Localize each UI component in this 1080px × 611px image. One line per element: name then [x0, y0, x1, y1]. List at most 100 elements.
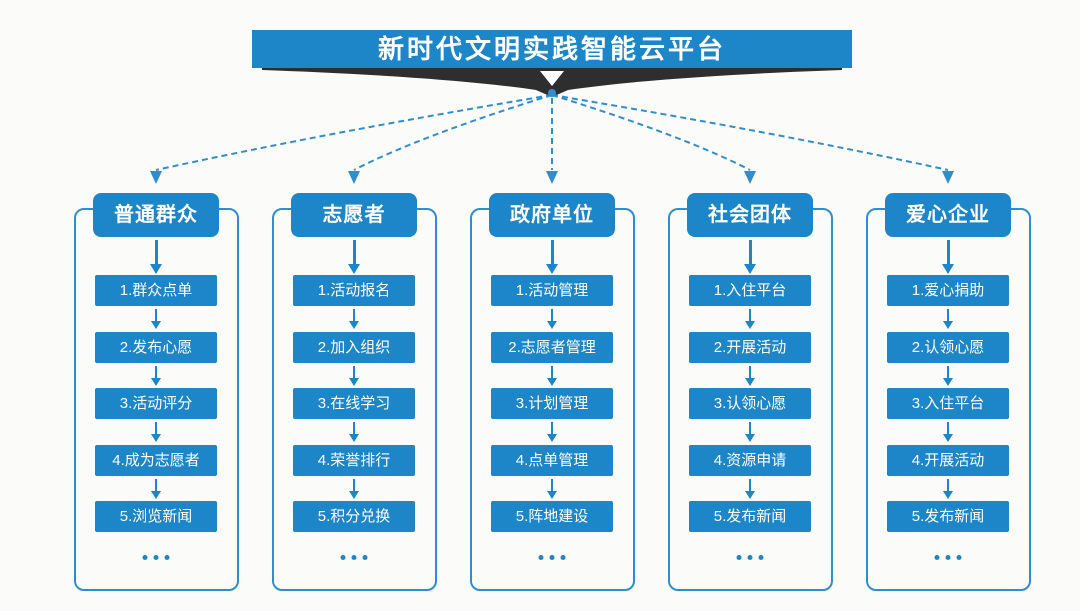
arrow-head: [547, 321, 557, 329]
arrow-head: [943, 491, 953, 499]
arrow-stem: [748, 479, 752, 491]
arrow-stem: [748, 422, 752, 434]
arrow-stem: [154, 479, 158, 491]
arrow-stem: [550, 366, 554, 378]
down-arrow-icon: [943, 309, 953, 329]
down-arrow-icon: [745, 366, 755, 386]
down-arrow-icon: [745, 309, 755, 329]
step-box: 5.发布新闻: [887, 501, 1009, 532]
ellipsis-dots: [538, 555, 566, 560]
step-box: 4.开展活动: [887, 445, 1009, 476]
step-box: 2.开展活动: [689, 332, 811, 363]
arrow-stem: [154, 422, 158, 434]
down-arrow-icon: [942, 240, 954, 274]
down-arrow-icon: [744, 240, 756, 274]
step-box: 4.点单管理: [491, 445, 613, 476]
ellipsis-dots: [934, 555, 962, 560]
arrow-head: [745, 434, 755, 442]
step-box: 3.认领心愿: [689, 388, 811, 419]
step-box: 1.爱心捐助: [887, 275, 1009, 306]
ellipsis-dots: [340, 555, 368, 560]
arrow-stem: [748, 366, 752, 378]
down-arrow-icon: [546, 240, 558, 274]
down-arrow-icon: [151, 479, 161, 499]
arrow-stem: [154, 366, 158, 378]
step-box: 4.荣誉排行: [293, 445, 415, 476]
platform-title: 新时代文明实践智能云平台: [377, 34, 726, 64]
dot: [560, 555, 566, 560]
dot: [747, 555, 753, 560]
down-arrow-icon: [151, 366, 161, 386]
arrow-stem: [352, 309, 356, 321]
down-arrow-icon: [547, 422, 557, 442]
arrow-head: [942, 264, 954, 274]
dot: [340, 555, 346, 560]
dot: [945, 555, 951, 560]
down-arrow-icon: [349, 422, 359, 442]
down-arrow-icon: [943, 479, 953, 499]
arrow-head: [349, 321, 359, 329]
arrow-head: [943, 321, 953, 329]
arrow-stem: [946, 479, 950, 491]
step-box: 3.入住平台: [887, 388, 1009, 419]
step-box: 2.志愿者管理: [491, 332, 613, 363]
down-arrow-icon: [151, 422, 161, 442]
arrow-stem: [352, 366, 356, 378]
arrow-stem: [352, 479, 356, 491]
dot: [362, 555, 368, 560]
arrow-stem: [946, 366, 950, 378]
arrow-head: [151, 491, 161, 499]
down-arrow-icon: [943, 422, 953, 442]
column-header: 爱心企业: [885, 193, 1011, 237]
fan-arrowhead-4: [744, 171, 756, 184]
dot: [956, 555, 962, 560]
column-header: 政府单位: [489, 193, 615, 237]
arrow-head: [349, 491, 359, 499]
fan-connector-1: [155, 94, 553, 171]
ellipsis-dots: [736, 555, 764, 560]
arrow-head: [151, 378, 161, 386]
arrow-head: [745, 378, 755, 386]
dot: [758, 555, 764, 560]
down-arrow-icon: [151, 309, 161, 329]
column-header: 普通群众: [93, 193, 219, 237]
down-arrow-icon: [547, 479, 557, 499]
dot: [934, 555, 940, 560]
fan-connector-5: [551, 94, 949, 171]
arrow-stem: [748, 240, 752, 264]
arrow-head: [151, 321, 161, 329]
step-box: 1.入住平台: [689, 275, 811, 306]
dot: [164, 555, 170, 560]
fan-connector-2: [353, 94, 553, 171]
down-arrow-icon: [349, 479, 359, 499]
arrow-head: [745, 491, 755, 499]
down-arrow-icon: [943, 366, 953, 386]
arrow-head: [943, 378, 953, 386]
fan-connector-4: [551, 94, 751, 171]
down-arrow-icon: [745, 422, 755, 442]
arrow-stem: [748, 309, 752, 321]
step-box: 3.活动评分: [95, 388, 217, 419]
platform-title-banner: 新时代文明实践智能云平台: [252, 30, 852, 68]
column-header: 社会团体: [687, 193, 813, 237]
down-arrow-icon: [349, 309, 359, 329]
step-box: 1.群众点单: [95, 275, 217, 306]
arrow-stem: [550, 309, 554, 321]
dot: [538, 555, 544, 560]
down-arrow-icon: [150, 240, 162, 274]
arrow-head: [349, 434, 359, 442]
down-arrow-icon: [348, 240, 360, 274]
arrow-stem: [946, 422, 950, 434]
arrow-head: [745, 321, 755, 329]
arrow-head: [547, 378, 557, 386]
down-arrow-icon: [349, 366, 359, 386]
arrow-head: [150, 264, 162, 274]
step-box: 5.阵地建设: [491, 501, 613, 532]
arrow-stem: [154, 309, 158, 321]
